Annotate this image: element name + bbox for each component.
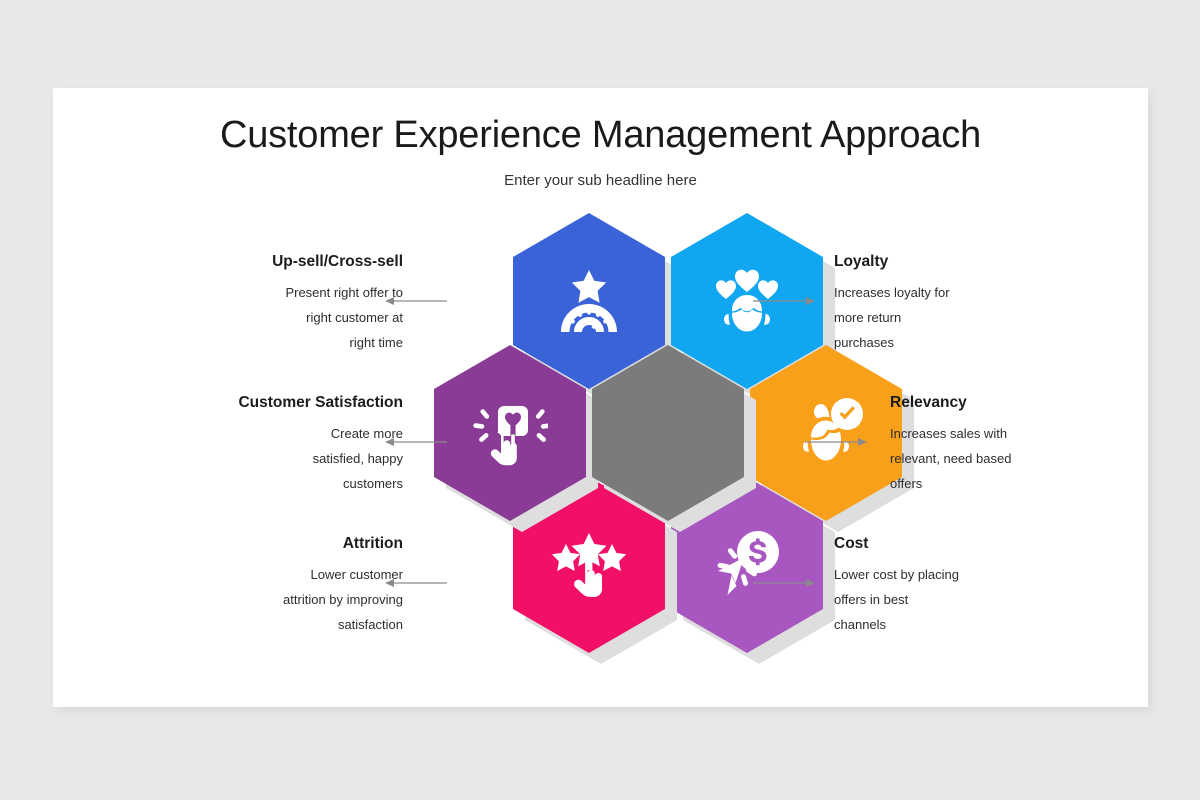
info-desc-customer-satisfaction: Create more satisfied, happy customers (123, 421, 403, 496)
info-title-attrition: Attrition (342, 535, 403, 552)
info-title-relevancy: Relevancy (890, 394, 967, 411)
heart-button-tap-icon (473, 406, 548, 466)
info-title-upsell: Up-sell/Cross-sell (272, 253, 403, 270)
info-desc-line: right time (349, 335, 403, 350)
info-block-upsell: Up-sell/Cross-sell Present right offer t… (208, 253, 403, 355)
info-block-relevancy: Relevancy Increases sales with relevant,… (890, 394, 1085, 496)
info-desc-line: satisfaction (337, 617, 403, 632)
info-desc-loyalty: Increases loyalty for more return purcha… (834, 280, 1029, 355)
info-desc-cost: Lower cost by placing offers in best cha… (834, 562, 1029, 637)
cursor-dollar-click-icon (717, 531, 779, 595)
info-desc-line: Lower customer (310, 567, 403, 582)
stars-tap-icon (551, 533, 627, 597)
hexagon-center[interactable] (592, 345, 756, 532)
info-desc-line: more return (834, 310, 902, 325)
info-block-loyalty: Loyalty Increases loyalty for more retur… (834, 253, 1029, 355)
face-hearts-icon (716, 269, 778, 332)
info-desc-attrition: Lower customer attrition by improving sa… (208, 562, 403, 637)
face-check-icon (803, 398, 863, 461)
arrow-loyalty (753, 295, 815, 307)
arrow-upsell (385, 295, 447, 307)
info-desc-line: Present right offer to (285, 285, 403, 300)
info-desc-line: offers (890, 476, 923, 491)
hexagon-relevancy[interactable] (750, 345, 914, 532)
info-desc-line: attrition by improving (283, 592, 403, 607)
page-title: Customer Experience Management Approach (219, 114, 982, 156)
info-title-cost: Cost (834, 535, 869, 552)
arrow-cost (753, 577, 815, 589)
info-desc-line: right customer at (306, 310, 403, 325)
info-title-customer-satisfaction: Customer Satisfaction (238, 394, 403, 411)
slide-card: Customer Experience Management Approach … (53, 88, 1148, 707)
arrow-customer-satisfaction (385, 436, 447, 448)
info-desc-line: offers in best (834, 592, 909, 607)
info-desc-line: channels (834, 617, 887, 632)
info-block-attrition: Attrition Lower customer attrition by im… (208, 535, 403, 637)
page-subtitle: Enter your sub headline here (504, 172, 697, 189)
info-desc-upsell: Present right offer to right customer at… (208, 280, 403, 355)
arrow-relevancy (805, 436, 867, 448)
hexagon-customer-satisfaction[interactable] (434, 345, 598, 532)
star-gauge-icon (561, 270, 617, 332)
info-title-loyalty: Loyalty (834, 253, 889, 270)
info-desc-line: relevant, need based (890, 451, 1012, 466)
info-desc-line: satisfied, happy (312, 451, 403, 466)
info-desc-line: Lower cost by placing (834, 567, 960, 582)
info-desc-line: Increases loyalty for (834, 285, 950, 300)
hexagon-cost[interactable] (671, 477, 835, 664)
info-desc-line: customers (343, 476, 403, 491)
info-desc-line: purchases (834, 335, 894, 350)
info-block-customer-satisfaction: Customer Satisfaction Create more satisf… (123, 394, 403, 496)
info-desc-line: Increases sales with (890, 426, 1008, 441)
info-block-cost: Cost Lower cost by placing offers in bes… (834, 535, 1029, 637)
arrow-attrition (385, 577, 447, 589)
info-desc-line: Create more (330, 426, 403, 441)
hexagon-cluster (373, 213, 914, 664)
info-desc-relevancy: Increases sales with relevant, need base… (890, 421, 1085, 496)
